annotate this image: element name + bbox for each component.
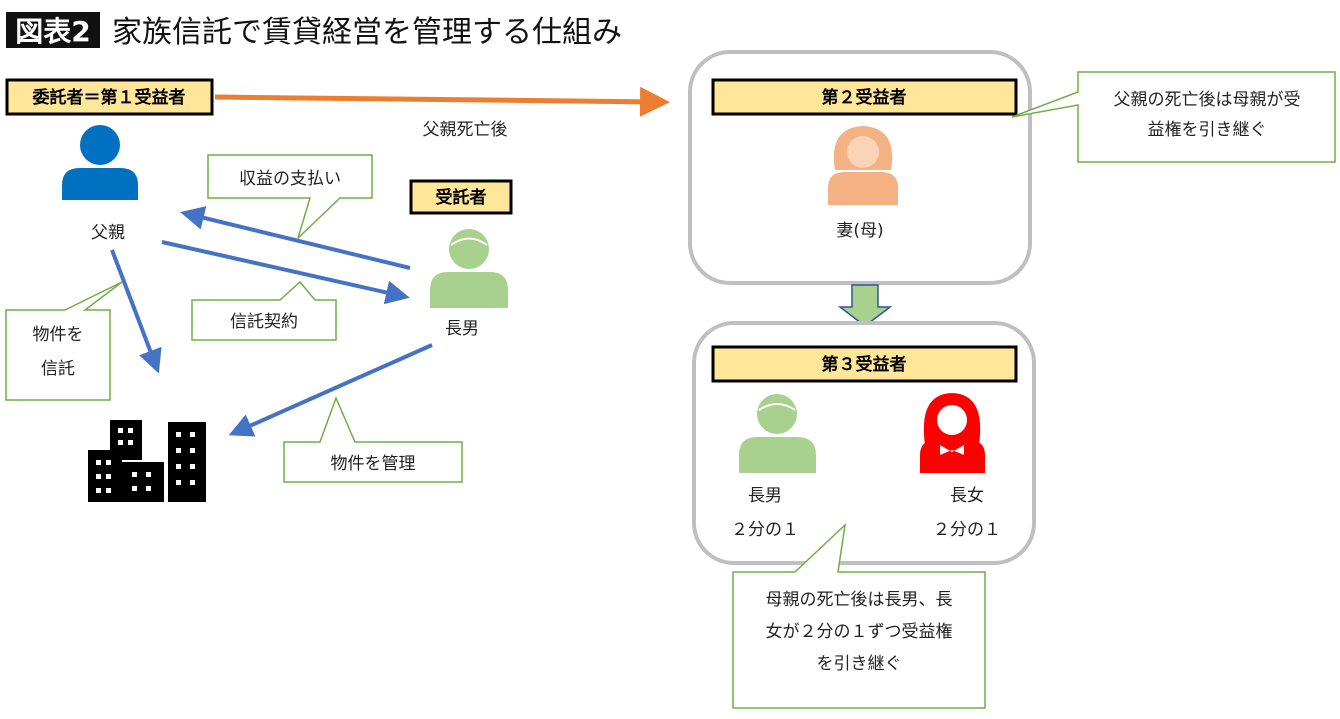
son-icon (739, 394, 816, 473)
son-label: 長男 (445, 319, 479, 339)
callout-entrust-box (5, 281, 123, 401)
settlor-label-box (5, 78, 214, 116)
contract-arrow (161, 240, 410, 305)
building-icon (88, 420, 206, 502)
after-death-text: 父親死亡後 (423, 120, 508, 140)
third-beneficiary-panel (692, 321, 1036, 565)
callout-second-line1: 父親の死亡後は母親が受 (1114, 90, 1301, 110)
callout-manage: 物件を管理 (331, 454, 416, 474)
callout-third-line2: 女が２分の１ずつ受益権 (766, 622, 953, 642)
callout-third-line1: 母親の死亡後は長男、長 (766, 590, 953, 610)
callout-income: 収益の支払い (239, 169, 341, 189)
third-label: 第３受益者 (822, 354, 907, 375)
callout-entrust-line1: 物件を (33, 325, 84, 345)
wife-icon (828, 126, 898, 205)
father-label: 父親 (91, 223, 125, 243)
callout-income-box (207, 154, 373, 241)
orange-arrow (214, 86, 670, 117)
second-label: 第２受益者 (822, 87, 907, 108)
father-icon (62, 125, 138, 200)
income-arrow (180, 206, 411, 270)
trustee-label: 受託者 (436, 187, 487, 208)
son-share: ２分の１ (731, 520, 799, 540)
son-label: 長男 (748, 486, 782, 506)
callout-contract: 信託契約 (230, 312, 298, 332)
daughter-label: 長女 (950, 486, 984, 506)
title-badge-text: 図表2 (15, 15, 90, 48)
settlor-label: 委託者＝第１受益者 (32, 87, 186, 108)
second-label-box (711, 78, 1018, 116)
manage-arrow (228, 343, 433, 437)
callout-third-box (732, 522, 986, 709)
page-title: 家族信託で賃貸経営を管理する仕組み (112, 15, 622, 50)
callout-contract-box (191, 280, 337, 341)
third-label-box (711, 345, 1018, 383)
wife-label: 妻(母) (836, 221, 883, 241)
callout-third-line3: を引き継ぐ (817, 654, 902, 674)
title-badge (6, 12, 100, 48)
daughter-icon (920, 393, 985, 473)
callout-second-box (1011, 71, 1336, 163)
son-icon (430, 229, 508, 308)
down-arrow-icon (837, 284, 893, 327)
callout-entrust-line2: 信託 (41, 359, 75, 379)
daughter-share: ２分の１ (933, 520, 1001, 540)
trustee-label-box (409, 179, 513, 215)
callout-second-line2: 益権を引き継ぐ (1148, 120, 1267, 140)
callout-manage-box (283, 395, 463, 483)
entrust-arrow (110, 249, 162, 374)
